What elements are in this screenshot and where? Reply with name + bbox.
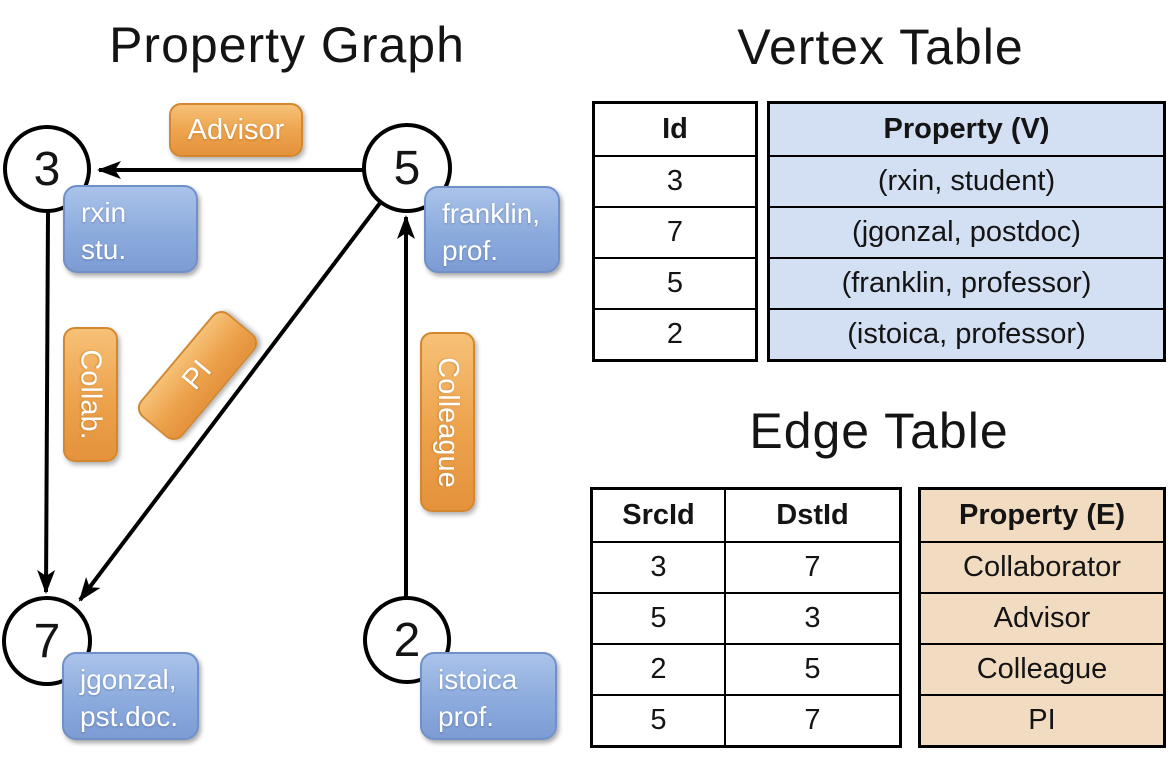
table-column-gap: [758, 101, 767, 362]
table-column-gap: [902, 487, 918, 748]
vertex-callout-line2: stu.: [81, 233, 127, 265]
table-cell: (jgonzal, postdoc): [770, 206, 1163, 257]
vertex-node-2: 2: [363, 596, 451, 684]
table-cell: (istoica, professor): [770, 308, 1163, 359]
table-cell: 5: [593, 592, 724, 643]
vertex-table-title: Vertex Table: [737, 19, 1024, 75]
table-cell: PI: [921, 694, 1163, 745]
edge-table-property-column: Property (E) Collaborator Advisor Collea…: [918, 487, 1166, 748]
edge-arrow-pi: [78, 201, 382, 602]
vertex-table-property-column: Property (V) (rxin, student) (jgonzal, p…: [767, 101, 1166, 362]
vertex-callout-line2: prof.: [442, 234, 499, 266]
table-cell: 7: [726, 694, 899, 745]
table-cell: Advisor: [921, 592, 1163, 643]
vertex-id-label: 7: [33, 614, 61, 668]
column-header-srcid: SrcId: [622, 499, 695, 531]
edge-table-srcid-column: SrcId 3 5 2 5: [593, 490, 724, 745]
edge-arrow-collab: [37, 211, 56, 594]
edge-label-collab: Collab.: [63, 327, 118, 462]
vertex-callout-line2: pst.doc.: [80, 700, 179, 732]
edge-label-text: Collab.: [75, 349, 107, 440]
property-graph-title: Property Graph: [109, 17, 465, 73]
vertex-table: Id 3 7 5 2 Property (V) (rxin, student) …: [592, 101, 1166, 362]
vertex-callout-jgonzal: jgonzal, pst.doc.: [62, 652, 199, 740]
table-cell: 3: [595, 155, 755, 206]
vertex-callout-line2: prof.: [438, 700, 495, 732]
table-cell: 3: [726, 592, 899, 643]
table-cell: Collaborator: [921, 541, 1163, 592]
table-cell: (franklin, professor): [770, 257, 1163, 308]
vertex-callout-line1: franklin,: [442, 198, 541, 229]
edge-table: SrcId 3 5 2 5 DstId 7 3 5 7 Property (E)…: [590, 487, 1166, 748]
vertex-id-label: 5: [393, 141, 421, 195]
table-cell: Colleague: [921, 643, 1163, 694]
edge-label-advisor: Advisor: [169, 103, 303, 157]
edge-table-title: Edge Table: [749, 403, 1009, 459]
table-cell: 7: [726, 541, 899, 592]
vertex-callout-line1: jgonzal,: [80, 664, 177, 695]
vertex-callout-rxin: rxin stu.: [63, 185, 198, 273]
table-cell: 2: [593, 643, 724, 694]
column-header-dstid: DstId: [776, 499, 849, 531]
vertex-node-5: 5: [362, 123, 452, 213]
vertex-callout-line1: rxin: [81, 197, 127, 228]
table-cell: 5: [595, 257, 755, 308]
edge-label-text: Colleague: [432, 356, 465, 488]
table-cell: 7: [595, 206, 755, 257]
edge-label-colleague: Colleague: [420, 332, 475, 512]
table-cell: 2: [595, 308, 755, 359]
vertex-callout-line1: istoica: [438, 664, 518, 695]
table-cell: 5: [726, 643, 899, 694]
vertex-id-label: 3: [33, 142, 61, 196]
edge-table-id-columns: SrcId 3 5 2 5 DstId 7 3 5 7: [590, 487, 902, 748]
table-cell: 5: [593, 694, 724, 745]
vertex-callout-istoica: istoica prof.: [420, 652, 557, 740]
edge-label-text: PI: [176, 354, 219, 396]
table-cell: (rxin, student): [770, 155, 1163, 206]
edge-table-dstid-column: DstId 7 3 5 7: [724, 490, 899, 745]
column-header-property-v: Property (V): [770, 104, 1163, 155]
graph-edges-svg: [37, 161, 415, 602]
vertex-callout-franklin: franklin, prof.: [424, 186, 560, 273]
column-header-property-e: Property (E): [921, 490, 1163, 541]
vertex-id-label: 2: [393, 613, 421, 667]
edge-label-text: Advisor: [187, 113, 285, 146]
vertex-table-id-column: Id 3 7 5 2: [592, 101, 758, 362]
table-cell: 3: [593, 541, 724, 592]
column-header-id: Id: [662, 113, 688, 145]
